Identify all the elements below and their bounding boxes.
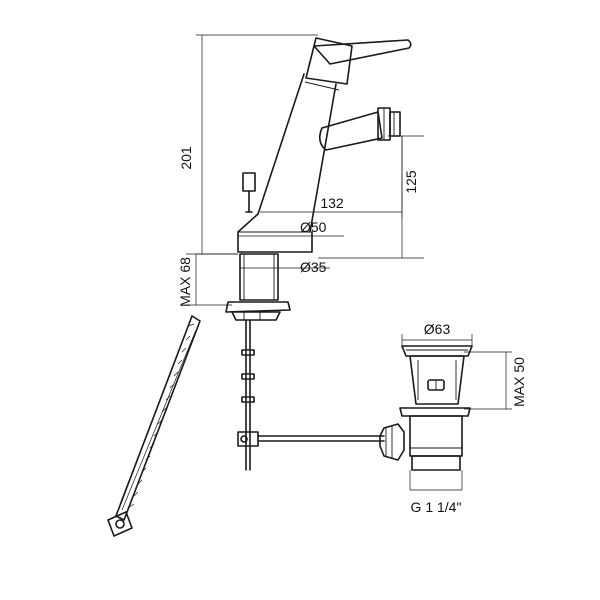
spout <box>318 111 383 151</box>
dimension-lines <box>186 34 512 491</box>
dim-spout-height-label: 125 <box>403 170 419 194</box>
plug-body <box>409 355 465 405</box>
waste-body <box>409 415 463 457</box>
popup-knob <box>242 172 256 192</box>
plug-cap <box>401 345 473 357</box>
pivot-nut <box>379 423 405 461</box>
dim-plug-max-height-label: MAX 50 <box>511 357 527 407</box>
flexible-hose <box>107 315 201 537</box>
mixer-body <box>225 37 412 321</box>
dim-total-height-label: 201 <box>178 146 194 170</box>
dim-body-diameter-label: Ø50 <box>300 219 327 235</box>
lever-handle <box>313 39 412 65</box>
shank <box>239 253 279 301</box>
hose-nut <box>107 511 133 537</box>
popup-rod <box>237 319 385 471</box>
rod-clamp <box>237 431 259 447</box>
tailpipe-thread <box>411 455 461 471</box>
dim-waste-thread-label: G 1 1/4" <box>411 499 462 515</box>
dim-plug-diameter-label: Ø63 <box>424 321 451 337</box>
cartridge-cap <box>305 37 353 85</box>
popup-waste <box>379 345 473 471</box>
dim-base-diameter-label: Ø35 <box>300 259 327 275</box>
body-outline <box>257 73 337 233</box>
dim-spout-reach-label: 132 <box>320 195 344 211</box>
fixing-nut <box>225 301 291 313</box>
dim-max-deck-label: MAX 68 <box>177 257 193 307</box>
